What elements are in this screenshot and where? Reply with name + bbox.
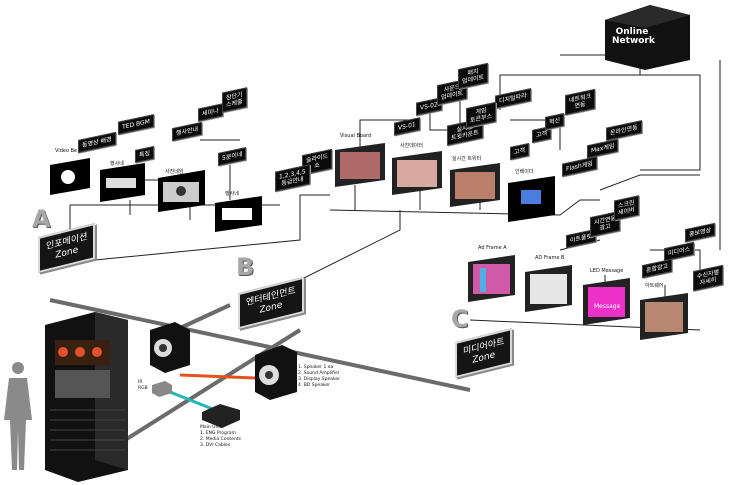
zone-a-screen-caption: 행사네 (110, 161, 124, 167)
orange-cable (179, 373, 256, 380)
speaker-notes: 1. Speaker 1 ea 2. Sound Amplifier 3. Di… (298, 365, 341, 388)
ir-notes: IR RGB (138, 380, 148, 391)
zone-b-screen-caption: 실시간 트위터 (452, 156, 482, 162)
online-network-label: Online Network (612, 27, 655, 46)
zone-a-screens (50, 158, 262, 232)
speaker-right (255, 345, 297, 400)
zone-b-screen-caption: 사진데이터 (400, 143, 424, 149)
message-screen-text: Message (594, 303, 621, 310)
zone-c-letter: C (451, 305, 469, 333)
zone-c-screens (468, 255, 688, 340)
zone-a-screen-caption: 사진네임 (165, 169, 184, 175)
online-network-cube (605, 5, 690, 70)
teal-cable (164, 388, 216, 412)
zone-a-screen-caption: 행사네 (225, 191, 239, 197)
kiosk-cabinet (45, 312, 128, 482)
controller-notes: Main Unit 1. ENG Program 2. Media Conten… (200, 425, 241, 448)
zone-c-screen-caption: 아트웨어 (645, 283, 664, 289)
zone-c-screen-caption: LED Message (590, 268, 624, 274)
zone-a-screen-caption: Video Be (55, 148, 78, 154)
zone-b-letter: B (236, 253, 255, 281)
zone-b-screen-caption: Visual Board (340, 133, 372, 139)
speaker-left (150, 322, 190, 373)
zone-c-screen-caption: Ad Frame A (478, 245, 507, 251)
projector (152, 381, 172, 397)
zone-a-letter: A (32, 205, 51, 233)
zone-b-screens (335, 143, 555, 222)
zone-b-screen-caption: 인베이더 (515, 169, 534, 175)
zone-c-screen-caption: AD Frame B (535, 255, 565, 261)
person-silhouette (4, 362, 32, 470)
controller-box (202, 404, 240, 428)
